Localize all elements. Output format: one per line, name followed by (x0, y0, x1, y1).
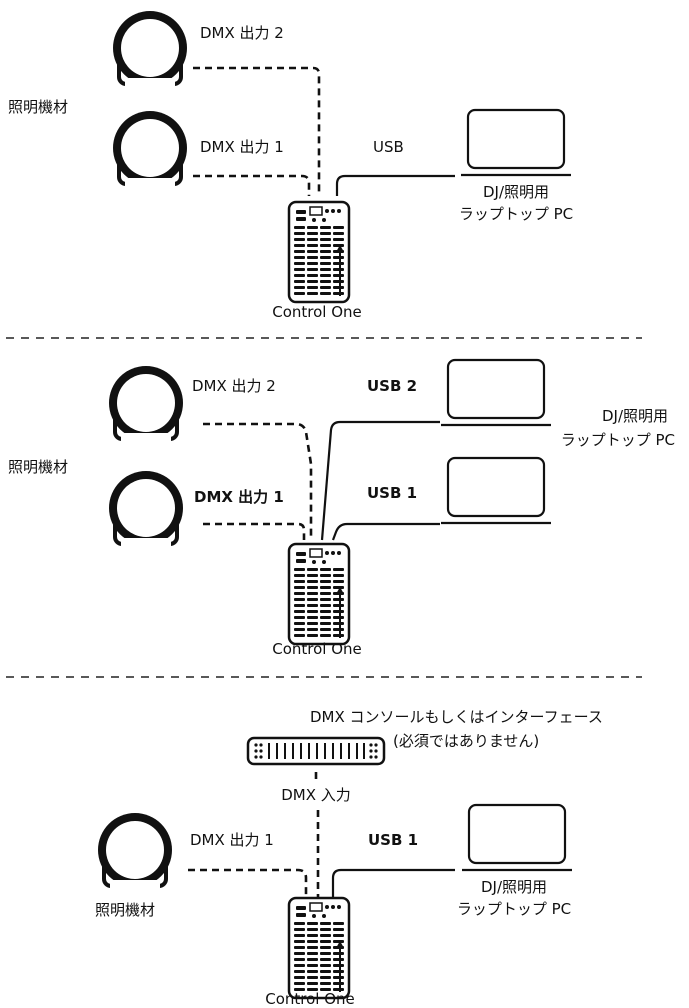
dmx-output-1-cable (188, 868, 308, 922)
usb-2-cable (320, 420, 440, 541)
dmx-output-1-label: DMX 出力 1 (190, 831, 274, 849)
controller-icon (287, 200, 351, 304)
laptop-icon (439, 456, 553, 525)
fixtures-group-label: 照明機材 (95, 901, 155, 919)
fixtures-group-label: 照明機材 (8, 98, 68, 116)
lighting-fixture-icon (111, 109, 189, 188)
scenario-2: 照明機材 DMX 出力 2 DMX 出力 1 USB 2 USB 1 DJ/照明… (8, 358, 675, 658)
dmx-output-1-label: DMX 出力 1 (194, 488, 284, 506)
laptop-label-line2: ラップトップ PC (561, 431, 675, 449)
lighting-fixture-icon (107, 364, 185, 443)
lighting-fixture-icon (96, 811, 174, 890)
controller-icon (287, 896, 351, 1000)
laptop-icon (459, 108, 573, 177)
lighting-fixture-icon (107, 469, 185, 548)
lighting-fixture-icon (111, 9, 189, 88)
controller-label: Control One (272, 640, 362, 658)
laptop-icon (460, 803, 574, 872)
dmx-console-icon (246, 736, 386, 766)
dmx-output-1-cable (203, 522, 306, 540)
laptop-label-line1: DJ/照明用 (481, 878, 547, 896)
dmx-output-1-cable (193, 174, 311, 196)
usb-1-cable (331, 522, 440, 541)
laptop-label-line2: ラップトップ PC (457, 900, 571, 918)
usb-cable (335, 174, 455, 196)
usb-2-label: USB 2 (367, 377, 417, 395)
dmx-output-2-label: DMX 出力 2 (200, 24, 284, 42)
controller-label: Control One (272, 303, 362, 321)
laptop-label-line1: DJ/照明用 (483, 183, 549, 201)
usb-1-label: USB 1 (367, 484, 417, 502)
controller-icon (287, 542, 351, 646)
laptop-label-line2: ラップトップ PC (459, 205, 573, 223)
console-label-line1: DMX コンソールもしくはインターフェース (310, 708, 603, 726)
dmx-input-label: DMX 入力 (281, 786, 351, 804)
usb-label: USB (373, 138, 404, 156)
usb-1-cable (331, 868, 455, 922)
console-label-line2: (必須ではありません) (393, 732, 539, 750)
dmx-output-1-label: DMX 出力 1 (200, 138, 284, 156)
usb-1-label: USB 1 (368, 831, 418, 849)
controller-label: Control One (265, 990, 355, 1008)
laptop-icon (439, 358, 553, 427)
dmx-output-2-cable (193, 66, 321, 196)
fixtures-group-label: 照明機材 (8, 458, 68, 476)
scenario-1: 照明機材 DMX 出力 2 DMX 出力 1 USB DJ/照明用 ラップトップ… (8, 9, 573, 321)
dmx-output-2-cable (203, 422, 313, 540)
laptop-label-line1: DJ/照明用 (602, 407, 668, 425)
dmx-output-2-label: DMX 出力 2 (192, 377, 276, 395)
scenario-3: DMX コンソールもしくはインターフェース (必須ではありません) DMX 入力… (95, 708, 603, 1008)
